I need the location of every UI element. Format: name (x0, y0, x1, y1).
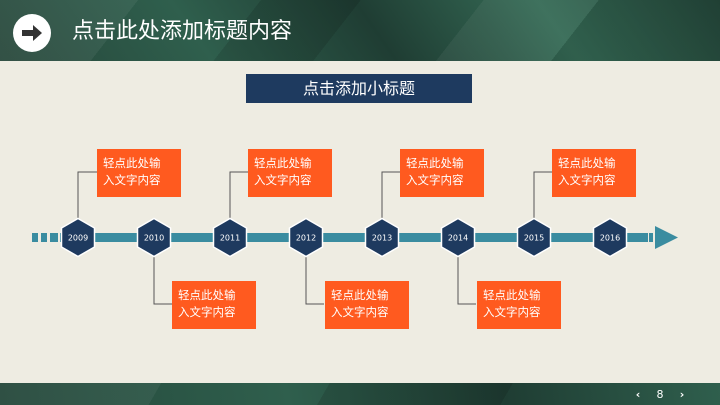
year-label-2012: 2012 (296, 234, 316, 243)
event-text-line1: 轻点此处输 (483, 288, 541, 302)
page-number: 8 (656, 387, 664, 401)
year-label-2015: 2015 (524, 234, 544, 243)
pager: ‹ 8 › (630, 383, 690, 405)
footer-bar (0, 383, 720, 405)
next-page-button[interactable]: › (679, 387, 685, 401)
arrow-right-icon (13, 14, 51, 52)
event-box-2015[interactable]: 轻点此处输 入文字内容 (552, 149, 636, 197)
year-hexagon-2009 (60, 217, 96, 258)
year-hexagon-2014 (440, 217, 476, 258)
timeline-dash (50, 233, 58, 242)
connector-line-2012 (305, 256, 324, 305)
timeline-dash (41, 233, 47, 242)
year-hexagon-2013 (364, 217, 400, 258)
event-text-line1: 轻点此处输 (558, 156, 616, 170)
header-bar: 点击此处添加标题内容 (0, 0, 720, 61)
event-text-line2: 入文字内容 (483, 305, 541, 319)
page-title: 点击此处添加标题内容 (72, 19, 293, 44)
event-box-2013[interactable]: 轻点此处输 入文字内容 (400, 149, 484, 197)
timeline-dash (32, 233, 38, 242)
timeline-bar-group (32, 226, 678, 249)
event-text-line2: 入文字内容 (331, 305, 389, 319)
event-text-line1: 轻点此处输 (406, 156, 464, 170)
event-text-line1: 轻点此处输 (331, 288, 389, 302)
event-box-2014[interactable]: 轻点此处输 入文字内容 (477, 281, 561, 329)
year-label-2011: 2011 (220, 234, 240, 243)
connector-line-2011 (229, 171, 249, 219)
year-label-2013: 2013 (372, 234, 392, 243)
event-text-line2: 入文字内容 (406, 173, 464, 187)
year-hexagon-2010 (136, 217, 172, 258)
year-label-2016: 2016 (600, 234, 620, 243)
connector-line-2015 (533, 171, 553, 219)
event-box-2010[interactable]: 轻点此处输 入文字内容 (172, 281, 256, 329)
year-hexagon-2016 (592, 217, 628, 258)
event-text-line2: 入文字内容 (103, 173, 161, 187)
year-markers: 2009 2010 2011 2012 2013 2014 2015 2016 (60, 217, 628, 258)
connector-line-2010 (153, 256, 172, 305)
event-box-2012[interactable]: 轻点此处输 入文字内容 (325, 281, 409, 329)
connector-line-2009 (77, 171, 97, 219)
year-hexagon-2015 (516, 217, 552, 258)
year-label-2010: 2010 (144, 234, 164, 243)
connector-lines (77, 171, 553, 305)
event-text-line2: 入文字内容 (254, 173, 312, 187)
event-box-2009[interactable]: 轻点此处输 入文字内容 (97, 149, 181, 197)
year-label-2009: 2009 (68, 234, 88, 243)
year-hexagon-2012 (288, 217, 324, 258)
event-text-line1: 轻点此处输 (178, 288, 236, 302)
event-text-line2: 入文字内容 (558, 173, 616, 187)
year-label-2014: 2014 (448, 234, 468, 243)
timeline-dash (649, 233, 653, 242)
connector-line-2013 (381, 171, 401, 219)
event-text-line2: 入文字内容 (178, 305, 236, 319)
event-text-line1: 轻点此处输 (254, 156, 312, 170)
event-text-line1: 轻点此处输 (103, 156, 161, 170)
connector-line-2014 (457, 256, 476, 305)
timeline-bar (60, 233, 648, 242)
year-hexagon-2011 (212, 217, 248, 258)
timeline-arrow-icon (655, 226, 678, 249)
prev-page-button[interactable]: ‹ (635, 387, 641, 401)
subtitle-box: 点击添加小标题 (246, 74, 472, 103)
event-box-2011[interactable]: 轻点此处输 入文字内容 (248, 149, 332, 197)
